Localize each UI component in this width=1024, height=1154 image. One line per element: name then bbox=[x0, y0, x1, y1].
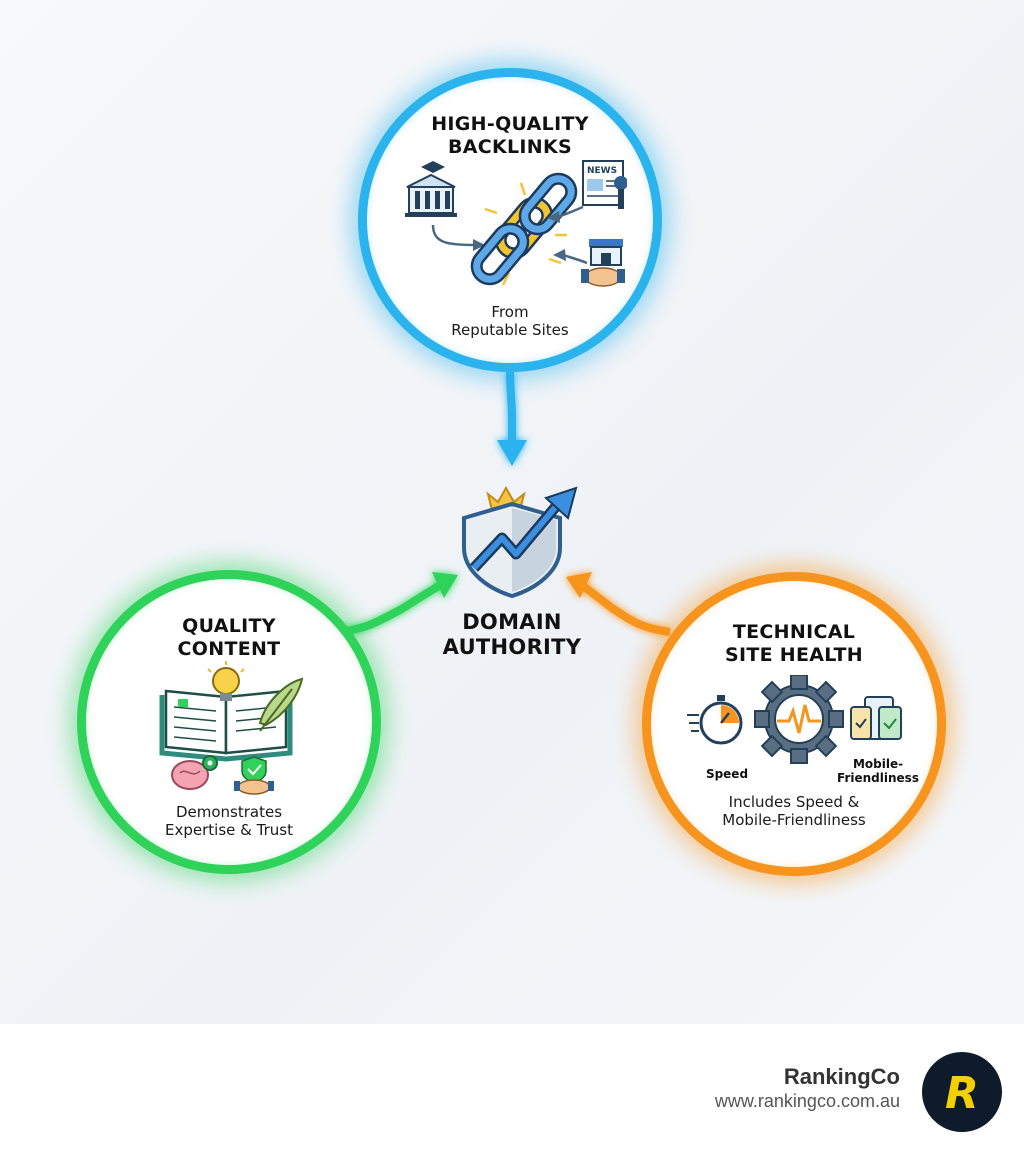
center-title: DOMAIN AUTHORITY bbox=[412, 610, 612, 660]
newspaper-icon: NEWS bbox=[582, 160, 627, 209]
backlinks-illustration: NEWS bbox=[405, 160, 627, 287]
technical-caption-line1: Includes Speed & bbox=[728, 793, 860, 811]
technical-caption: Includes Speed & Mobile-Friendliness bbox=[651, 793, 937, 829]
backlinks-caption: From Reputable Sites bbox=[367, 303, 653, 339]
technical-title-line1: TECHNICAL bbox=[732, 621, 856, 643]
content-caption-line2: Expertise & Trust bbox=[165, 821, 293, 839]
svg-text:NEWS: NEWS bbox=[587, 166, 617, 176]
mobile-label-line1: Mobile- bbox=[852, 757, 904, 771]
brain-gear-icon bbox=[171, 755, 218, 790]
shield-crown-growth-icon bbox=[462, 485, 578, 599]
technical-illustration bbox=[687, 675, 902, 764]
university-icon bbox=[405, 161, 457, 217]
gear-pulse-icon bbox=[754, 675, 844, 764]
speed-label: Speed bbox=[705, 767, 749, 781]
technical-connector bbox=[566, 572, 671, 636]
technical-title: TECHNICAL SITE HEALTH bbox=[651, 621, 937, 667]
mobile-devices-icon bbox=[850, 696, 902, 740]
backlinks-title-line2: BACKLINKS bbox=[447, 136, 573, 158]
store-handshake-icon bbox=[581, 239, 625, 287]
brand-logo[interactable]: R bbox=[922, 1052, 1002, 1132]
content-illustration bbox=[159, 661, 304, 762]
center-title-line1: DOMAIN bbox=[462, 610, 562, 634]
content-title-line1: QUALITY bbox=[182, 615, 276, 637]
backlinks-title-line1: HIGH-QUALITY bbox=[431, 113, 589, 135]
logo-r-icon: R bbox=[945, 1068, 984, 1119]
footer bbox=[0, 1024, 1024, 1154]
chain-link-icon bbox=[470, 172, 578, 286]
content-caption-line1: Demonstrates bbox=[175, 803, 283, 821]
mobile-label-line2: Friendliness bbox=[837, 771, 919, 785]
diagram-canvas: HIGH-QUALITY BACKLINKS bbox=[0, 0, 1024, 1024]
brand-name: RankingCo bbox=[783, 1064, 900, 1089]
backlinks-node: HIGH-QUALITY BACKLINKS bbox=[358, 68, 662, 372]
content-node: QUALITY CONTENT bbox=[77, 570, 381, 874]
technical-caption-line2: Mobile-Friendliness bbox=[722, 811, 866, 829]
content-sub-illustration bbox=[171, 755, 274, 795]
backlinks-title: HIGH-QUALITY BACKLINKS bbox=[367, 113, 653, 159]
backlinks-caption-line2: Reputable Sites bbox=[451, 321, 569, 339]
lightbulb-icon bbox=[207, 661, 245, 701]
center-title-line2: AUTHORITY bbox=[442, 635, 582, 659]
content-title-line2: CONTENT bbox=[177, 638, 281, 660]
content-caption: Demonstrates Expertise & Trust bbox=[86, 803, 372, 839]
technical-node: TECHNICAL SITE HEALTH bbox=[642, 572, 946, 876]
technical-title-line2: SITE HEALTH bbox=[724, 644, 864, 666]
backlinks-caption-line1: From bbox=[491, 303, 529, 321]
mobile-label: Mobile- Friendliness bbox=[835, 757, 921, 785]
brand-url[interactable]: www.rankingco.com.au bbox=[714, 1091, 900, 1111]
handshake-check-icon bbox=[234, 756, 274, 795]
quill-icon bbox=[258, 677, 304, 732]
content-title: QUALITY CONTENT bbox=[86, 615, 372, 661]
stopwatch-icon bbox=[687, 695, 743, 745]
backlinks-connector bbox=[497, 371, 527, 466]
university-arrow bbox=[431, 224, 476, 247]
